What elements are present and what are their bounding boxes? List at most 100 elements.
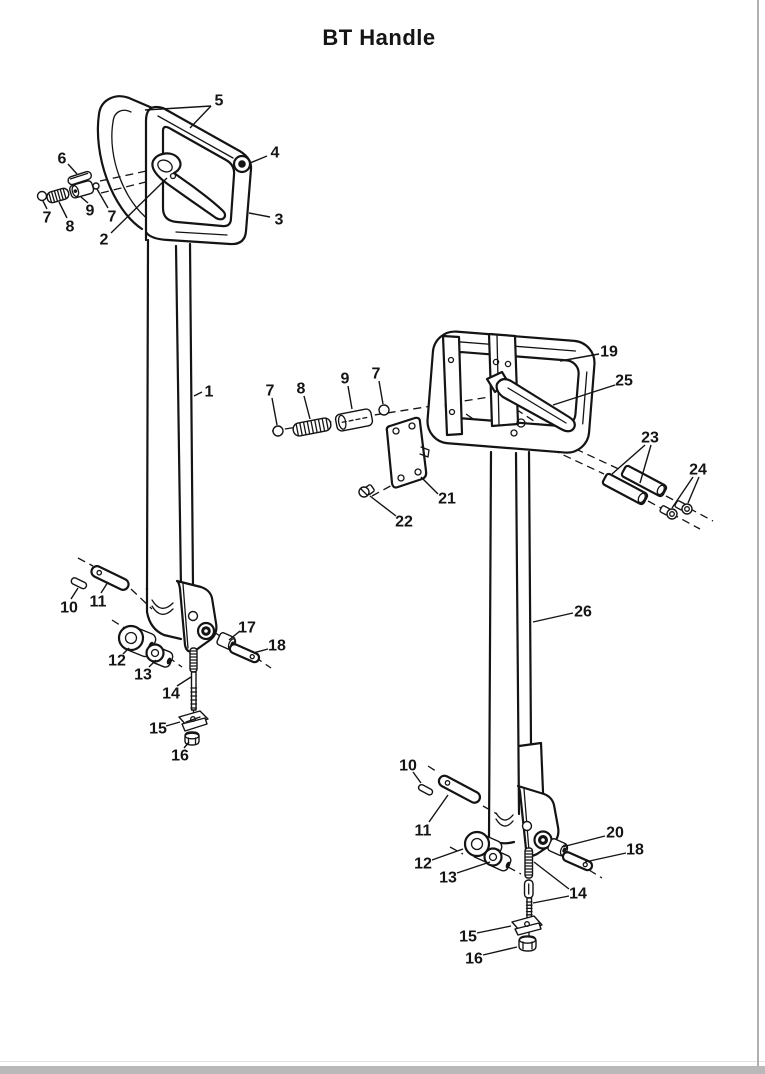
- ball-7: [272, 425, 284, 437]
- leader-line: [58, 201, 68, 219]
- ball-7: [92, 182, 100, 190]
- ball-7: [36, 190, 48, 202]
- adjusting-rod: [178, 647, 209, 746]
- detent-parts: [36, 170, 100, 204]
- spring-8: [46, 187, 70, 204]
- leader-line: [378, 380, 384, 405]
- leader-line: [559, 353, 600, 362]
- leader-line: [561, 835, 606, 848]
- ball-7: [378, 404, 390, 416]
- leader-line: [252, 648, 269, 654]
- page-bottom-edge: [0, 1066, 765, 1074]
- handle-shaft-26: [487, 450, 546, 840]
- leader-line: [122, 647, 130, 655]
- leader-line: [148, 659, 157, 668]
- lower-bracket: [145, 579, 218, 653]
- pin-23: [601, 472, 649, 506]
- handle-shaft: [145, 238, 195, 592]
- callout-24: 24: [689, 462, 707, 479]
- control-lever: [151, 152, 227, 221]
- leader-line: [552, 384, 616, 406]
- callout-23: 23: [641, 430, 659, 447]
- spring-8: [292, 417, 332, 437]
- callout-7: 7: [372, 366, 381, 383]
- callout-8: 8: [297, 381, 306, 398]
- leader-line: [369, 495, 397, 517]
- callout-15: 15: [459, 929, 477, 946]
- leader-line: [431, 848, 464, 861]
- callout-14: 14: [569, 886, 587, 903]
- left-assembly-drawing: [36, 95, 272, 746]
- control-lever-25: [485, 370, 576, 433]
- callout-19: 19: [600, 344, 618, 361]
- callout-12: 12: [108, 653, 126, 670]
- callout-13: 13: [439, 870, 457, 887]
- nut-16: [518, 935, 537, 952]
- pin-18: [561, 851, 594, 872]
- leader-line: [165, 721, 181, 727]
- leader-line: [639, 444, 652, 484]
- pivot-bolt: [232, 154, 252, 174]
- leader-line: [412, 771, 422, 784]
- leader-line: [611, 444, 646, 475]
- callout-5: 5: [215, 93, 224, 110]
- callout-11: 11: [415, 823, 432, 840]
- leader-line: [110, 177, 168, 234]
- pin-10: [417, 783, 434, 796]
- clamp-strap: [441, 334, 464, 437]
- front-grip-loop: [144, 105, 253, 246]
- pin-11: [437, 774, 482, 804]
- leader-line: [100, 581, 109, 594]
- callout-18: 18: [268, 638, 286, 655]
- callout-10: 10: [399, 758, 417, 775]
- leader-line: [67, 163, 78, 175]
- callout-21: 21: [438, 491, 456, 508]
- bushing-20: [547, 838, 569, 857]
- leader-line: [476, 925, 512, 934]
- callout-2: 2: [100, 232, 109, 249]
- leader-line: [532, 895, 570, 904]
- roll-pin-6: [67, 170, 92, 186]
- callout-7: 7: [43, 210, 52, 227]
- leader-line: [687, 476, 700, 504]
- screw-24: [674, 500, 693, 515]
- callout-1: 1: [205, 384, 214, 401]
- callout-18: 18: [626, 842, 644, 859]
- callout-22: 22: [395, 514, 413, 531]
- leader-line: [584, 852, 627, 863]
- leader-line: [303, 395, 311, 420]
- plate-21: [385, 416, 430, 489]
- right-assembly-drawing: [271, 330, 714, 952]
- callout-6: 6: [58, 151, 67, 168]
- callout-3: 3: [275, 212, 284, 229]
- leader-line: [183, 741, 190, 749]
- leader-line: [456, 861, 491, 874]
- leader-line: [532, 612, 574, 623]
- leader-line: [420, 476, 439, 495]
- roller-13: [145, 643, 174, 668]
- roller-13: [483, 847, 512, 872]
- leader-line: [144, 105, 212, 111]
- leader-line: [228, 630, 241, 641]
- callout-8: 8: [66, 219, 75, 236]
- callout-17: 17: [238, 620, 256, 637]
- callout-14: 14: [162, 686, 180, 703]
- callout-16: 16: [465, 951, 483, 968]
- screw-22: [358, 484, 375, 498]
- leader-line: [347, 385, 353, 410]
- leader-line: [249, 155, 268, 164]
- screw-24: [659, 505, 678, 520]
- callout-10: 10: [60, 600, 78, 617]
- callout-16: 16: [171, 748, 189, 765]
- leader-line: [533, 861, 570, 890]
- page-title: BT Handle: [322, 25, 436, 50]
- pin-23: [620, 464, 668, 498]
- leader-line: [176, 676, 192, 687]
- plunger-9: [334, 408, 374, 432]
- leader-line: [248, 212, 271, 218]
- callout-25: 25: [615, 373, 633, 390]
- callout-9: 9: [86, 203, 95, 220]
- leader-line: [428, 794, 449, 823]
